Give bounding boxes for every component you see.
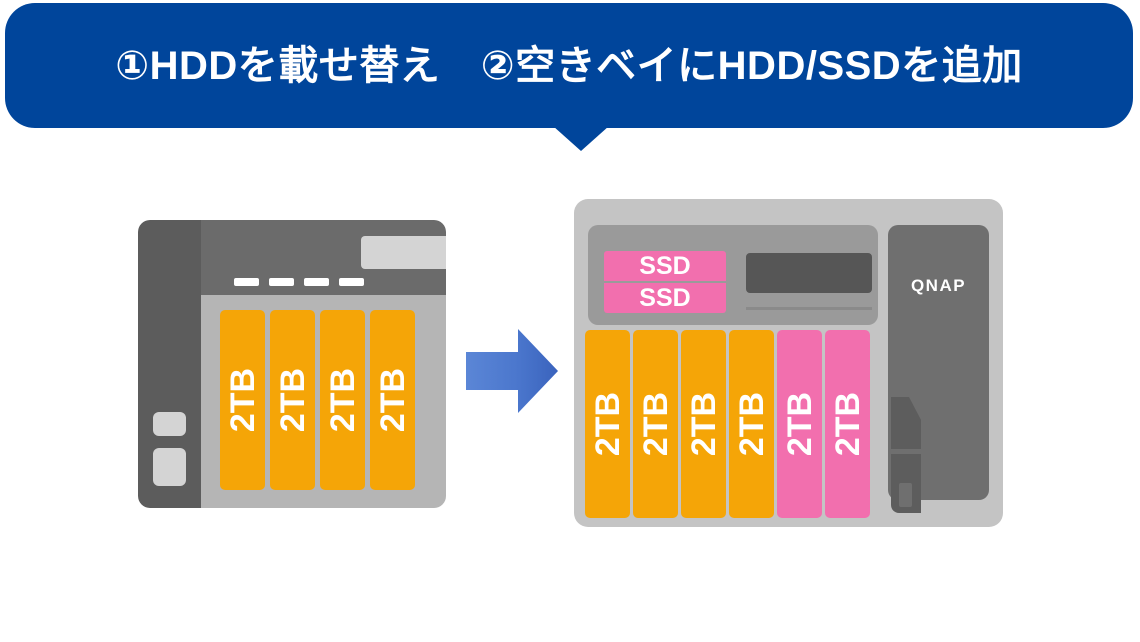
- right-arrow-icon: [466, 329, 558, 413]
- nas-after-top-panel: SSD SSD: [588, 225, 878, 325]
- nas-before-bay-2-label: 2TB: [273, 367, 312, 433]
- nas-after-ssd-slot-2-label: SSD: [639, 283, 691, 312]
- nas-before-side-panel: [138, 220, 201, 508]
- qnap-brand-logo: QNAP: [910, 276, 967, 295]
- nas-before-led-2: [269, 278, 294, 286]
- nas-after-bay-2-label: 2TB: [636, 391, 675, 457]
- nas-before-led-4: [339, 278, 364, 286]
- nas-before-power-button[interactable]: [153, 412, 186, 436]
- nas-after-bay-2[interactable]: 2TB: [633, 330, 678, 518]
- nas-after-bay-6[interactable]: 2TB: [825, 330, 870, 518]
- nas-after-side-vent-upper: [891, 397, 921, 449]
- nas-after-side-vent-slot: [899, 483, 912, 507]
- instruction-banner-text: ①HDDを載せ替え ②空きベイにHDD/SSDを追加: [115, 43, 1023, 88]
- nas-before-usb-copy-button[interactable]: [153, 448, 186, 486]
- nas-before-bay-3[interactable]: 2TB: [320, 310, 365, 490]
- banner-pointer-triangle: [553, 126, 609, 151]
- nas-after-bay-3-label: 2TB: [684, 391, 723, 457]
- nas-before-bay-3-label: 2TB: [323, 367, 362, 433]
- nas-after-vent-line: [746, 307, 872, 310]
- nas-after-side-panel: QNAP: [888, 225, 989, 513]
- nas-before-lcd-display: [361, 236, 446, 269]
- nas-before-bay-4-label: 2TB: [373, 367, 412, 433]
- nas-after-bay-4-label: 2TB: [732, 391, 771, 457]
- nas-before-bay-1-label: 2TB: [223, 367, 262, 433]
- nas-before-top-bar: [201, 220, 446, 295]
- nas-after-bay-5[interactable]: 2TB: [777, 330, 822, 518]
- nas-after-ssd-slot-2[interactable]: SSD: [604, 283, 726, 313]
- nas-after-ssd-slot-1[interactable]: SSD: [604, 251, 726, 281]
- nas-after-lcd-display: [746, 253, 872, 293]
- nas-before-bay-4[interactable]: 2TB: [370, 310, 415, 490]
- instruction-banner: ①HDDを載せ替え ②空きベイにHDD/SSDを追加: [5, 3, 1133, 128]
- nas-after-bay-1-label: 2TB: [588, 391, 627, 457]
- nas-after-bay-3[interactable]: 2TB: [681, 330, 726, 518]
- nas-after-chassis: SSD SSD QNAP 2TB 2TB 2TB 2TB: [574, 199, 1003, 527]
- nas-before-bay-2[interactable]: 2TB: [270, 310, 315, 490]
- nas-before-led-3: [304, 278, 329, 286]
- nas-after-side-vent-lower: [891, 454, 921, 513]
- nas-before-chassis: 2TB 2TB 2TB 2TB: [138, 220, 446, 508]
- nas-before-led-1: [234, 278, 259, 286]
- nas-after-bay-4[interactable]: 2TB: [729, 330, 774, 518]
- nas-before-bay-1[interactable]: 2TB: [220, 310, 265, 490]
- nas-after-bay-6-label: 2TB: [828, 391, 867, 457]
- nas-after-ssd-slot-1-label: SSD: [639, 251, 691, 280]
- nas-after-bay-1[interactable]: 2TB: [585, 330, 630, 518]
- nas-after-bay-5-label: 2TB: [780, 391, 819, 457]
